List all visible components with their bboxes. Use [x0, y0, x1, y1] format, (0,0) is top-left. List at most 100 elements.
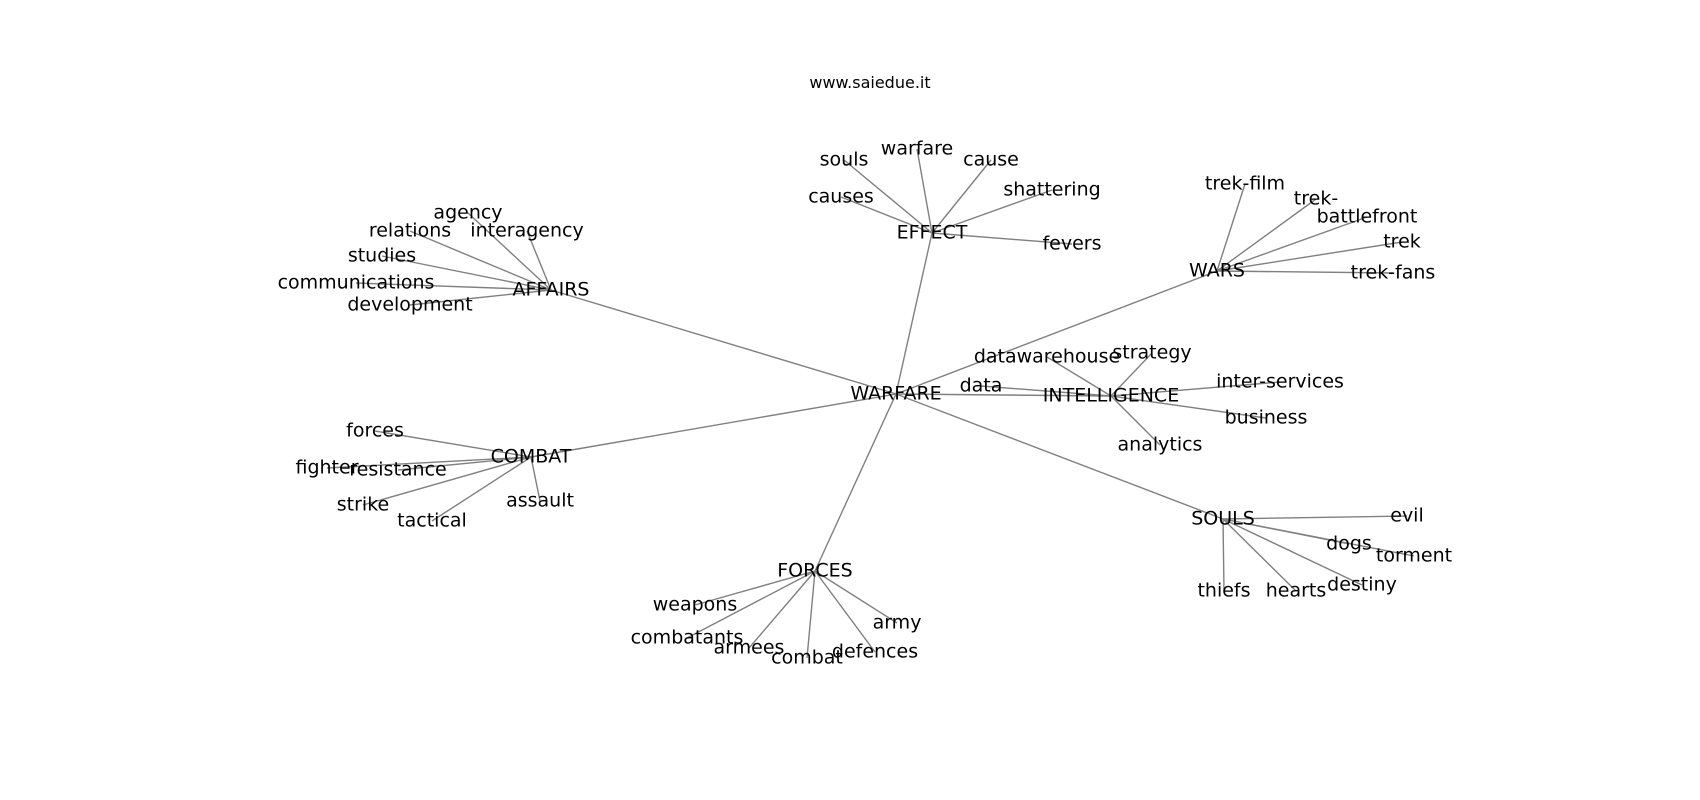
- edge-forces-army: [814, 570, 898, 624]
- node-hub-effect: EFFECT: [897, 222, 968, 244]
- node-leaf-warfare: warfare: [881, 138, 953, 160]
- node-hub-wars: WARS: [1189, 260, 1245, 282]
- node-leaf-tactical: tactical: [397, 510, 467, 532]
- edge-combat-fighter: [326, 456, 532, 469]
- node-leaf-army: army: [873, 612, 922, 634]
- node-leaf-strike: strike: [337, 494, 389, 516]
- edge-combat-resistance: [397, 456, 532, 471]
- edge-wars-trek: [1216, 198, 1317, 272]
- node-leaf-weapons: weapons: [653, 594, 738, 616]
- edge-wars-trek: [1216, 241, 1403, 272]
- node-hub-souls: SOULS: [1191, 508, 1255, 530]
- edge-intelligence-inter-services: [1110, 381, 1281, 397]
- edge-forces-combat: [806, 570, 816, 659]
- node-leaf-defences: defences: [832, 641, 918, 663]
- edge-souls-thiefs: [1222, 518, 1225, 592]
- node-leaf-fighter: fighter: [295, 457, 358, 479]
- node-leaf-communications: communications: [278, 272, 435, 294]
- edge-warfare-combat: [530, 393, 897, 458]
- edge-forces-weapons: [694, 570, 816, 606]
- edge-warfare-forces: [814, 393, 897, 572]
- node-leaf-analytics: analytics: [1118, 434, 1203, 456]
- edge-intelligence-datawarehouse: [1046, 356, 1112, 397]
- node-leaf-hearts: hearts: [1266, 580, 1327, 602]
- edge-warfare-effect: [895, 232, 933, 395]
- edge-wars-trek-film: [1216, 183, 1246, 272]
- edge-affairs-communications: [355, 282, 552, 291]
- node-leaf-causes: causes: [808, 186, 874, 208]
- node-leaf-relations: relations: [369, 220, 451, 242]
- edge-affairs-interagency: [526, 230, 552, 291]
- node-leaf-cause: cause: [963, 149, 1019, 171]
- node-leaf-datawarehouse: datawarehouse: [974, 346, 1120, 368]
- edge-warfare-souls: [895, 393, 1224, 520]
- node-leaf-development: development: [347, 294, 472, 316]
- node-leaf-shattering: shattering: [1003, 179, 1100, 201]
- node-leaf-inter-services: inter-services: [1216, 371, 1344, 393]
- edge-affairs-development: [409, 289, 552, 306]
- edge-combat-forces: [374, 430, 532, 458]
- edge-warfare-affairs: [550, 289, 897, 395]
- node-leaf-evil: evil: [1390, 505, 1424, 527]
- node-leaf-destiny: destiny: [1327, 574, 1397, 596]
- edge-intelligence-strategy: [1110, 352, 1153, 397]
- edge-combat-assault: [530, 456, 541, 502]
- edge-souls-destiny: [1222, 518, 1363, 586]
- edge-effect-cause: [931, 159, 992, 234]
- edge-effect-causes: [840, 196, 933, 234]
- node-leaf-combatants: combatants: [631, 627, 744, 649]
- site-label: www.saiedue.it: [809, 73, 930, 92]
- node-leaf-trek-film: trek-film: [1205, 173, 1285, 195]
- node-leaf-data: data: [960, 375, 1003, 397]
- node-leaf-business: business: [1225, 407, 1308, 429]
- node-hub-intelligence: INTELLIGENCE: [1043, 385, 1179, 407]
- node-leaf-trek: trek-: [1294, 188, 1338, 210]
- node-leaf-strategy: strategy: [1112, 342, 1191, 364]
- edge-affairs-agency: [467, 212, 552, 291]
- edge-souls-torment: [1222, 518, 1415, 557]
- edge-souls-evil: [1222, 515, 1408, 520]
- edge-forces-combatants: [686, 570, 816, 639]
- node-leaf-agency: agency: [433, 202, 502, 224]
- edge-warfare-intelligence: [895, 393, 1112, 397]
- edge-wars-battlefront: [1216, 216, 1368, 272]
- node-leaf-interagency: interagency: [470, 220, 583, 242]
- node-leaf-fevers: fevers: [1042, 233, 1101, 255]
- edge-intelligence-business: [1110, 395, 1267, 419]
- edge-effect-shattering: [931, 189, 1053, 234]
- node-leaf-studies: studies: [348, 245, 416, 267]
- node-leaf-thiefs: thiefs: [1197, 580, 1250, 602]
- edge-souls-hearts: [1222, 518, 1297, 592]
- node-leaf-forces: forces: [346, 420, 404, 442]
- labels-layer: www.saiedue.it WARFARE EFFECT souls warfare…: [278, 73, 1453, 669]
- node-leaf-torment: torment: [1376, 545, 1452, 567]
- edge-combat-strike: [362, 456, 532, 506]
- node-root-warfare: WARFARE: [850, 383, 941, 405]
- node-leaf-dogs: dogs: [1326, 533, 1372, 555]
- edge-combat-tactical: [431, 456, 532, 522]
- edge-intelligence-analytics: [1110, 395, 1161, 446]
- node-leaf-trek-fans: trek-fans: [1351, 262, 1436, 284]
- edge-intelligence-data: [980, 385, 1112, 397]
- edge-affairs-relations: [409, 230, 552, 291]
- node-leaf-resistance: resistance: [349, 459, 446, 481]
- edge-wars-trek-fans: [1216, 270, 1394, 274]
- node-leaf-armees: armees: [714, 637, 785, 659]
- node-leaf-souls: souls: [820, 149, 869, 171]
- node-hub-combat: COMBAT: [491, 446, 572, 468]
- node-hub-affairs: AFFAIRS: [513, 279, 590, 301]
- edge-warfare-wars: [895, 270, 1218, 395]
- edge-effect-souls: [843, 159, 933, 234]
- node-leaf-assault: assault: [506, 490, 574, 512]
- edge-forces-armees: [748, 570, 816, 649]
- edge-affairs-studies: [381, 255, 552, 291]
- edge-forces-defences: [814, 570, 876, 653]
- node-leaf-combat: combat: [771, 647, 843, 669]
- node-hub-forces: FORCES: [777, 560, 852, 582]
- edge-effect-fevers: [931, 232, 1073, 245]
- edge-effect-warfare: [916, 148, 933, 234]
- node-leaf-trek: trek: [1383, 231, 1421, 253]
- edges-layer: [326, 148, 1415, 659]
- node-leaf-battlefront: battlefront: [1317, 206, 1418, 228]
